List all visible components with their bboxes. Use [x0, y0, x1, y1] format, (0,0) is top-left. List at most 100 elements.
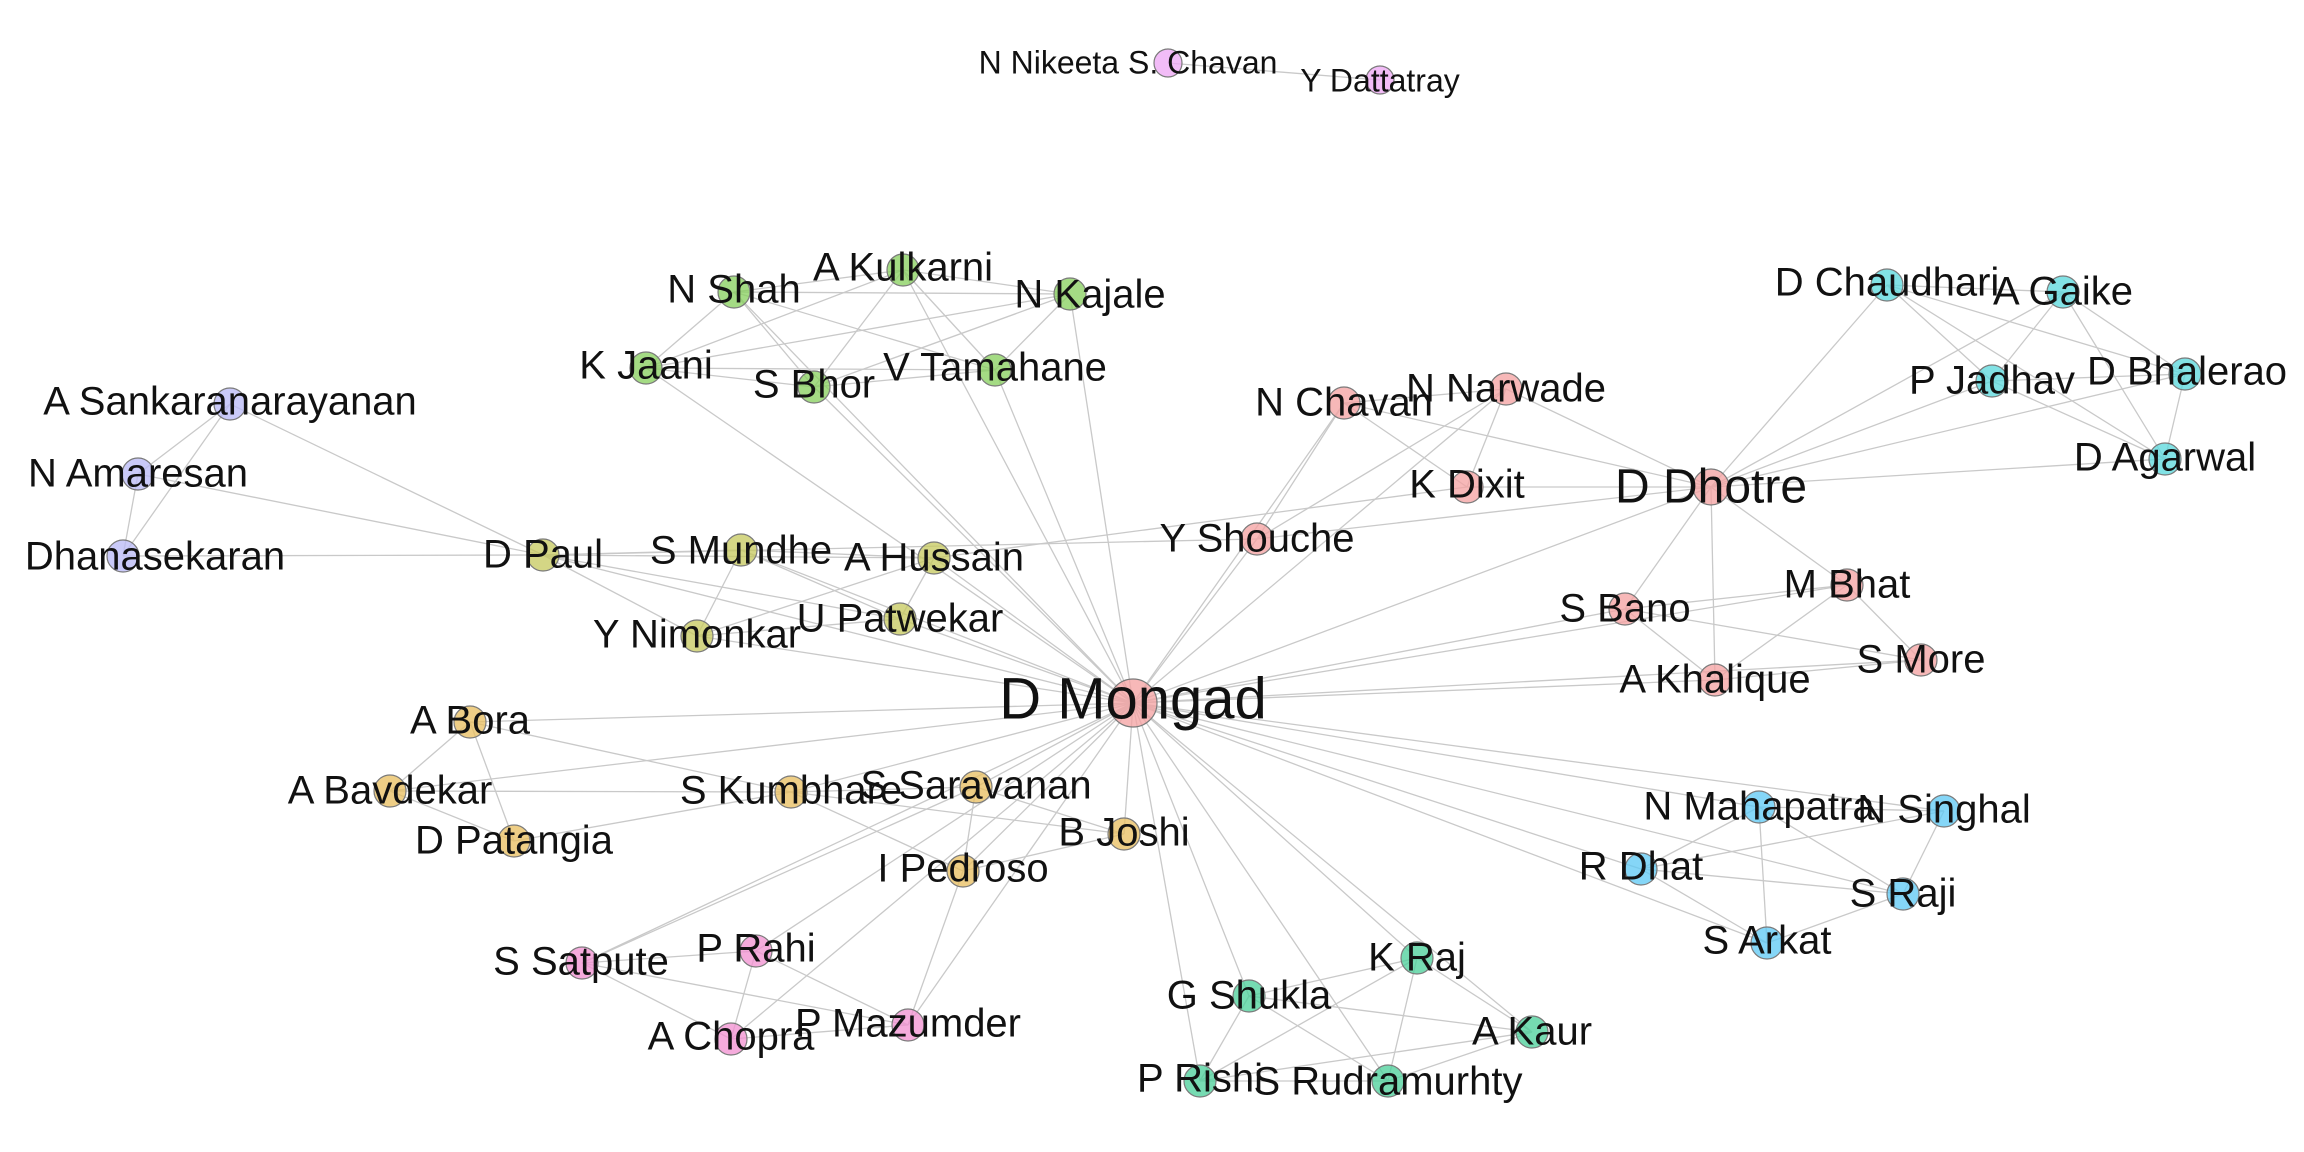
node-b-joshi[interactable] — [1107, 817, 1141, 851]
node-n-shah[interactable] — [717, 275, 751, 309]
node-a-kulkarni[interactable] — [886, 253, 920, 287]
node-p-rahi[interactable] — [739, 934, 773, 968]
node-dhanasekaran[interactable] — [106, 539, 140, 573]
edge-s-kumbhare--s-saravanan — [790, 786, 977, 793]
edge-d-mongad--g-shukla — [1132, 702, 1250, 997]
node-label-d-patangia: D Patangia — [415, 819, 614, 863]
edge-n-shah--s-bhor — [733, 291, 815, 388]
edge-a-kulkarni--k-jaani — [645, 269, 904, 369]
edge-n-mahapatra--r-dhat — [1640, 806, 1760, 870]
node-n-mahapatra[interactable] — [1742, 790, 1776, 824]
edge-d-dhotre--d-agarwal — [1710, 458, 2166, 488]
edge-p-jadhav--d-agarwal — [1991, 380, 2166, 460]
edge-d-dhotre--a-gaike — [1710, 291, 2064, 488]
edge-n-chavan--n-narwade — [1343, 388, 1507, 404]
node-p-jadhav[interactable] — [1975, 364, 2009, 398]
node-d-bhalerao[interactable] — [2168, 357, 2202, 391]
edge-d-mongad--s-kumbhare — [790, 702, 1134, 793]
edge-n-kajale--v-tamahane — [994, 293, 1071, 371]
edge-k-raj--s-rudramurhty — [1387, 957, 1418, 1082]
node-d-patangia[interactable] — [497, 824, 531, 858]
edge-s-satpute--p-mazumder — [581, 962, 909, 1026]
node-r-dhat[interactable] — [1624, 852, 1658, 886]
edge-d-dhotre--m-bhat — [1710, 486, 1848, 586]
node-n-singhal[interactable] — [1927, 794, 1961, 828]
node-a-sankaranarayanan[interactable] — [213, 387, 247, 421]
node-y-nimonkar[interactable] — [680, 619, 714, 653]
node-d-paul[interactable] — [526, 538, 560, 572]
node-s-arkat[interactable] — [1750, 926, 1784, 960]
edge-k-jaani--v-tamahane — [645, 367, 996, 371]
node-s-bano[interactable] — [1608, 592, 1642, 626]
node-i-pedroso[interactable] — [946, 854, 980, 888]
node-y-dattatray[interactable] — [1365, 65, 1395, 95]
edge-d-mongad--k-jaani — [645, 367, 1134, 704]
node-label-n-chavan: N Chavan — [1255, 381, 1433, 425]
node-n-nikeeta-s-chavan[interactable] — [1153, 48, 1183, 78]
node-label-d-chaudhari: D Chaudhari — [1775, 261, 2000, 305]
node-label-s-kumbhare: S Kumbhare — [680, 769, 902, 813]
node-a-kaur[interactable] — [1515, 1015, 1549, 1049]
edge-d-mongad--n-chavan — [1132, 402, 1345, 704]
edge-s-saravanan--s-satpute — [581, 786, 977, 964]
edge-d-chaudhari--p-jadhav — [1886, 284, 1993, 382]
node-k-dixit[interactable] — [1450, 470, 1484, 504]
node-label-dhanasekaran: Dhanasekaran — [25, 535, 285, 579]
node-k-raj[interactable] — [1400, 941, 1434, 975]
node-s-mundhe[interactable] — [724, 533, 758, 567]
edge-a-kulkarni--s-bhor — [813, 269, 904, 388]
edge-p-jadhav--d-bhalerao — [1991, 373, 2186, 382]
edge-n-nikeeta-s-chavan--y-dattatray — [1167, 62, 1381, 81]
node-p-rishi[interactable] — [1183, 1064, 1217, 1098]
edge-a-kaur--s-rudramurhty — [1387, 1031, 1533, 1082]
node-label-d-dhotre: D Dhotre — [1615, 461, 1807, 514]
node-d-mongad[interactable] — [1108, 678, 1158, 728]
node-s-kumbhare[interactable] — [774, 775, 808, 809]
node-d-dhotre[interactable] — [1692, 468, 1730, 506]
node-s-rudramurhty[interactable] — [1371, 1064, 1405, 1098]
edge-a-bavdekar--s-kumbhare — [389, 790, 792, 793]
edge-a-hussain--y-nimonkar — [696, 557, 935, 637]
node-label-p-mazumder: P Mazumder — [795, 1002, 1021, 1046]
edge-s-saravanan--b-joshi — [975, 786, 1125, 835]
node-n-narwade[interactable] — [1489, 372, 1523, 406]
node-a-chopra[interactable] — [714, 1022, 748, 1056]
edge-n-shah--v-tamahane — [733, 291, 996, 371]
node-m-bhat[interactable] — [1830, 568, 1864, 602]
node-k-jaani[interactable] — [629, 351, 663, 385]
edge-a-khalique--s-more — [1714, 659, 1922, 681]
node-s-saravanan[interactable] — [959, 770, 993, 804]
node-d-chaudhari[interactable] — [1870, 268, 1904, 302]
edge-u-patwekar--y-nimonkar — [696, 618, 901, 637]
node-layer — [106, 48, 2202, 1098]
edge-s-bano--a-khalique — [1624, 608, 1716, 681]
node-p-mazumder[interactable] — [891, 1008, 925, 1042]
node-n-kajale[interactable] — [1053, 277, 1087, 311]
node-label-a-sankaranarayanan: A Sankaranarayanan — [43, 380, 417, 424]
node-a-khalique[interactable] — [1698, 663, 1732, 697]
node-label-d-agarwal: D Agarwal — [2074, 436, 2256, 480]
node-label-k-raj: K Raj — [1368, 936, 1466, 980]
node-g-shukla[interactable] — [1232, 979, 1266, 1013]
edge-y-shouche--n-narwade — [1256, 388, 1507, 540]
node-label-a-gaike: A Gaike — [1993, 270, 2133, 314]
node-a-bora[interactable] — [453, 705, 487, 739]
node-s-satpute[interactable] — [565, 946, 599, 980]
node-a-bavdekar[interactable] — [373, 774, 407, 808]
node-n-chavan[interactable] — [1327, 386, 1361, 420]
node-d-agarwal[interactable] — [2148, 442, 2182, 476]
edge-a-sankaranarayanan--d-paul — [229, 403, 544, 556]
edge-d-mongad--i-pedroso — [962, 702, 1134, 872]
node-a-hussain[interactable] — [917, 541, 951, 575]
node-v-tamahane[interactable] — [978, 353, 1012, 387]
node-s-raji[interactable] — [1886, 877, 1920, 911]
node-u-patwekar[interactable] — [883, 602, 917, 636]
node-n-amaresan[interactable] — [121, 457, 155, 491]
node-y-shouche[interactable] — [1240, 522, 1274, 556]
edge-a-bora--a-bavdekar — [389, 721, 471, 792]
node-s-bhor[interactable] — [797, 370, 831, 404]
node-a-gaike[interactable] — [2046, 275, 2080, 309]
node-s-more[interactable] — [1904, 643, 1938, 677]
